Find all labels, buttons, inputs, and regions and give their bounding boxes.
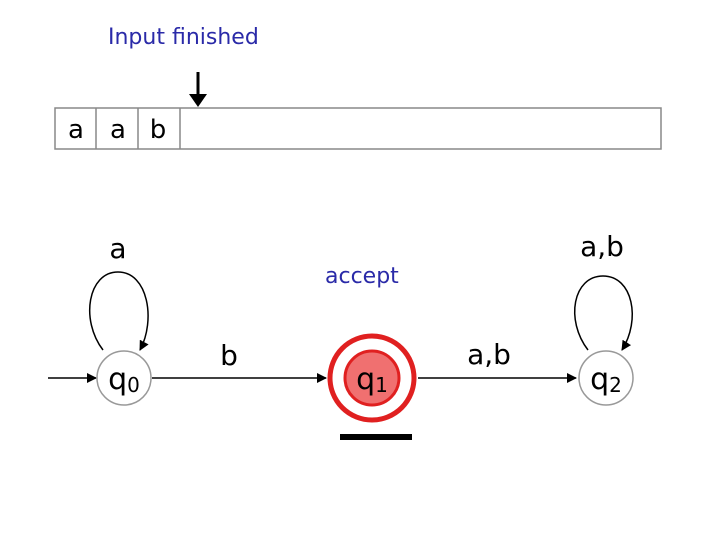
state-q0: q0 [96,350,152,406]
tape-cell-1: a [68,115,84,145]
edge-q0-q1-label: b [220,339,238,372]
state-q2: q2 [578,350,634,406]
q0-loop-label: a [109,232,126,265]
state-q1: q1 [327,333,417,423]
accept-caption: accept [325,264,399,289]
tape-frame [54,107,662,150]
tape-head-arrow [189,72,207,107]
q0-self-loop [89,271,149,351]
state-q2-label: q2 [590,362,622,397]
status-caption: Input finished [108,25,259,50]
q2-loop-label: a,b [580,230,624,263]
edge-q1-q2-label: a,b [467,338,511,371]
active-state-fill [343,349,401,407]
state-q0-label: q0 [108,362,140,397]
state-q1-label: q1 [356,362,388,397]
tape-cell-2: a [110,115,126,145]
input-tape: a a b [54,107,662,150]
tape-cell-3: b [150,115,167,145]
q2-self-loop [574,275,634,351]
